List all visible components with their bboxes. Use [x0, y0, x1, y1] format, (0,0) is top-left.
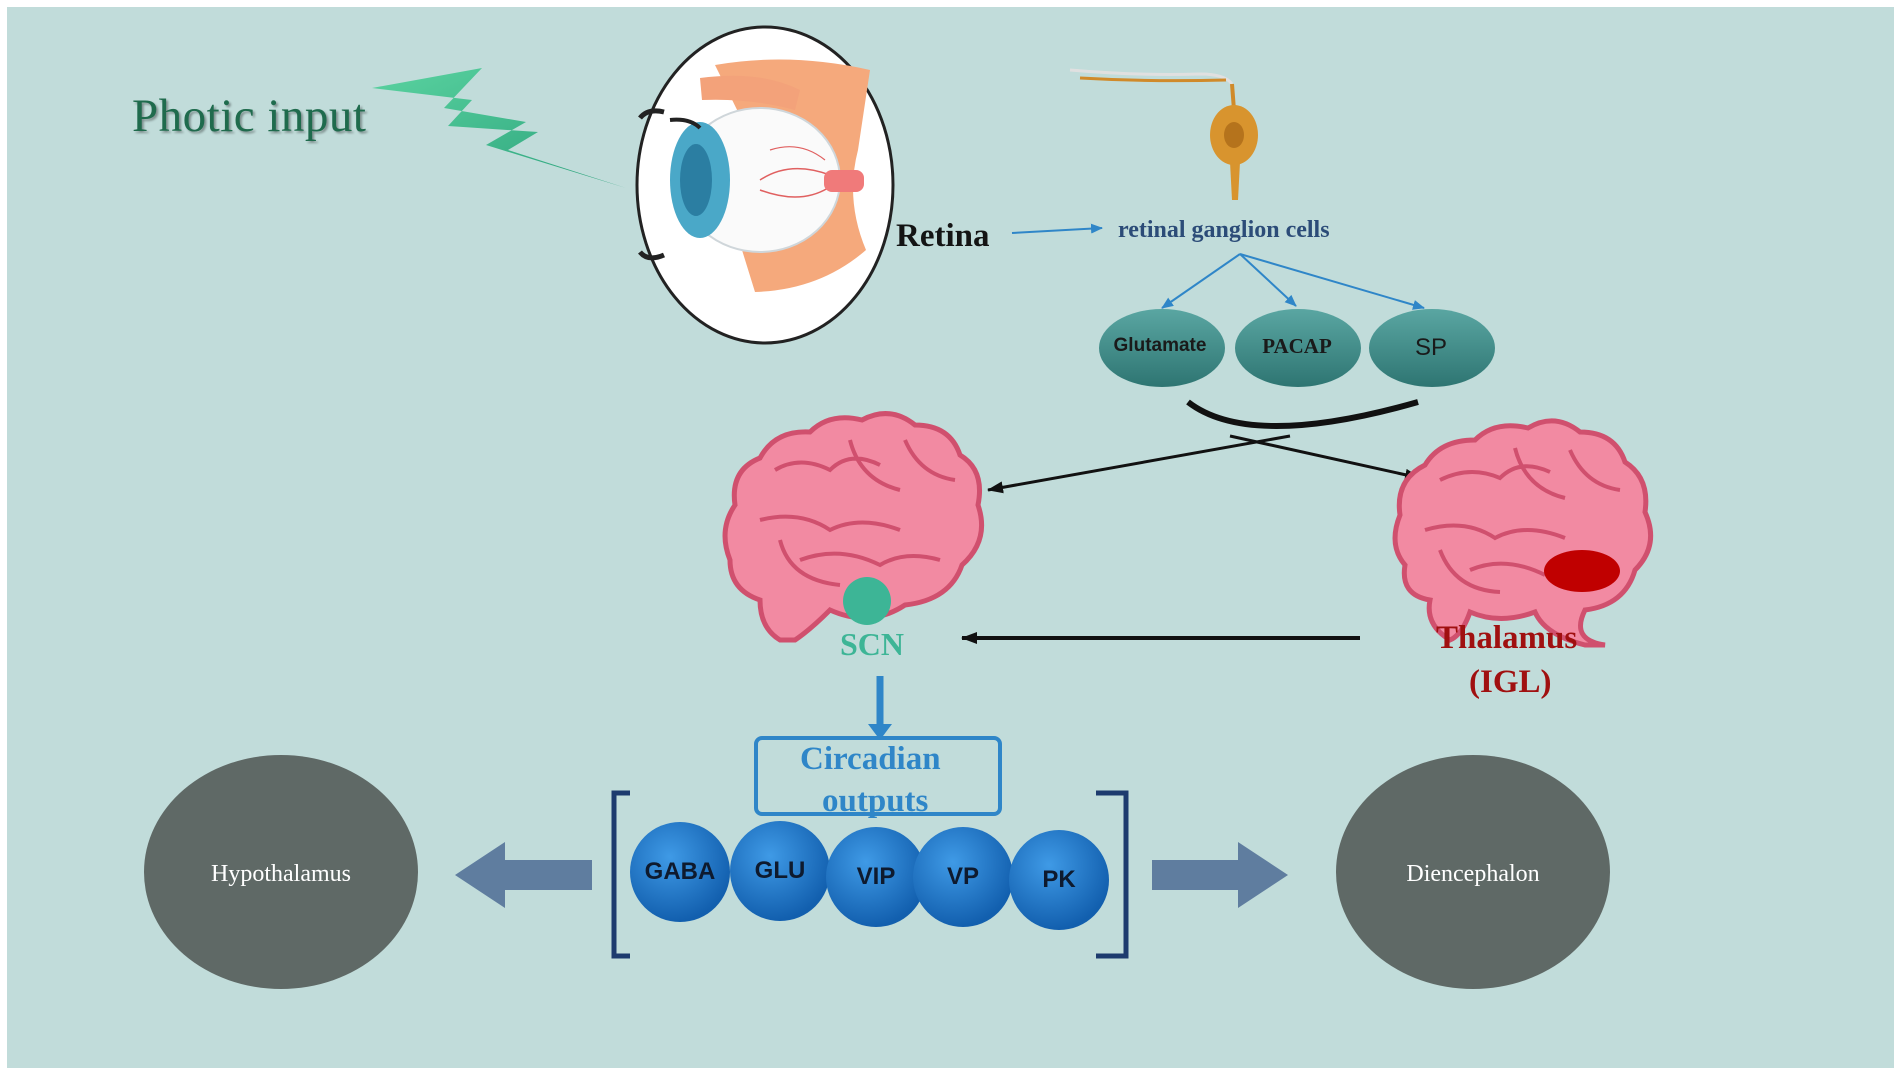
output-label-pk: PK: [1042, 866, 1076, 893]
pill-sp: [1369, 309, 1495, 387]
outputs-label: outputs: [822, 783, 929, 819]
circadian-outputs-box: [754, 736, 1002, 816]
retina-to-rgc-arrow: [1011, 223, 1103, 234]
pill-label-pacap: PACAP: [1262, 334, 1332, 358]
lightning-icon: [372, 68, 626, 188]
hypothalamus-label: Hypothalamus: [211, 861, 351, 887]
output-ball-vp: [913, 827, 1013, 927]
to-thalamus-arrow: [1229, 434, 1421, 481]
rgc-to-glutamate-arrow: [1161, 253, 1241, 309]
retina-label: Retina: [896, 218, 990, 254]
hypothalamus-ellipse: [144, 755, 418, 989]
right-bracket: [1096, 790, 1129, 959]
diencephalon-ellipse: [1336, 755, 1610, 989]
eye-icon: [635, 25, 895, 345]
output-ball-gaba: [630, 822, 730, 922]
output-label-glu: GLU: [754, 857, 806, 884]
crossing-curve: [1186, 399, 1419, 429]
rgc-to-sp-arrow: [1239, 253, 1425, 310]
pill-label-sp: SP: [1414, 334, 1447, 361]
output-label-vp: VP: [946, 863, 979, 890]
pill-label-glutamate: Glutamate: [1113, 335, 1207, 356]
diencephalon-label: Diencephalon: [1406, 861, 1540, 887]
brain-icon: [722, 411, 985, 643]
pill-pacap: [1235, 309, 1361, 387]
pill-glutamate: [1099, 309, 1225, 387]
output-ball-glu: [730, 821, 830, 921]
left-bracket: [611, 790, 630, 959]
neuron-icon: [1069, 68, 1258, 200]
left-block-arrow: [455, 842, 592, 908]
circadian-label: Circadian: [800, 741, 941, 777]
to-scn-arrow: [987, 434, 1291, 494]
brain-icon: [1392, 418, 1654, 648]
right-block-arrow: [1152, 842, 1288, 908]
rgc-to-pacap-arrow: [1239, 253, 1297, 307]
rgc-label: retinal ganglion cells: [1118, 217, 1330, 243]
photic-input-label: Photic input: [132, 90, 367, 142]
output-label-vip: VIP: [856, 863, 896, 890]
thalamus-label: Thalamus: [1436, 620, 1578, 656]
scn-label: SCN: [840, 626, 905, 662]
igl-region: [1544, 550, 1620, 592]
igl-label: (IGL): [1469, 664, 1552, 700]
output-ball-vip: [826, 827, 926, 927]
output-label-gaba: GABA: [644, 858, 716, 885]
output-ball-pk: [1009, 830, 1109, 930]
